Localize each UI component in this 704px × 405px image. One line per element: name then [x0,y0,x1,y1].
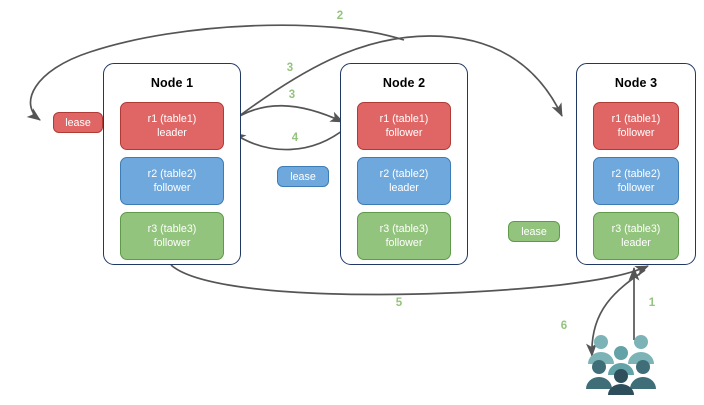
node-3-replica-r2[interactable]: r2 (table2) follower [593,157,679,205]
node-3-replica-r3-name: r3 (table3) [611,223,661,235]
node-1-title: Node 1 [150,76,194,90]
node-1-replica-r2[interactable]: r2 (table2) follower [120,157,224,205]
node-3-replica-r1-role: follower [617,127,655,139]
step-label-4: 4 [291,132,299,144]
node-1-replica-r3[interactable]: r3 (table3) follower [120,212,224,260]
node-2[interactable]: Node 2 r1 (table1) follower r2 (table2) … [340,63,468,265]
node-1-replica-r1-name: r1 (table1) [147,113,197,125]
node-3-title: Node 3 [614,76,658,90]
node-2-replica-r3[interactable]: r3 (table3) follower [357,212,451,260]
edge-3-lower-path [226,104,344,125]
node-3-replica-r1[interactable]: r1 (table1) follower [593,102,679,150]
node-1-replica-r2-name: r2 (table2) [147,168,197,180]
node-1-replica-r3-name: r3 (table3) [147,223,197,235]
node-3-replica-r3-role: leader [621,237,651,249]
node-2-replica-r1[interactable]: r1 (table1) follower [357,102,451,150]
node-3[interactable]: Node 3 r1 (table1) follower r2 (table2) … [576,63,696,265]
node-3-replica-r2-role: follower [617,182,655,194]
node-3-replica-r1-name: r1 (table1) [611,113,661,125]
node-2-replica-r1-role: follower [385,127,423,139]
node-3-replica-r2-name: r2 (table2) [611,168,661,180]
edge-5-path [170,264,649,296]
node-1-replica-r2-role: follower [153,182,191,194]
node-1-replica-r1[interactable]: r1 (table1) leader [120,102,224,150]
lease-badge-node-1[interactable]: lease [53,112,103,133]
node-2-replica-r2[interactable]: r2 (table2) leader [357,157,451,205]
node-2-replica-r1-name: r1 (table1) [379,113,429,125]
lease-badge-node-2[interactable]: lease [277,166,329,187]
step-label-6: 6 [560,320,568,332]
step-label-5: 5 [395,297,403,309]
node-1[interactable]: Node 1 r1 (table1) leader r2 (table2) fo… [103,63,241,265]
step-label-3-upper: 3 [286,62,294,74]
node-3-replica-r3[interactable]: r3 (table3) leader [593,212,679,260]
node-2-title: Node 2 [382,76,426,90]
node-2-replica-r3-role: follower [385,237,423,249]
node-1-replica-r1-role: leader [157,127,187,139]
lease-badge-node-3[interactable]: lease [508,221,560,242]
step-label-2: 2 [336,10,344,22]
step-label-1: 1 [648,297,656,309]
node-2-replica-r2-role: leader [389,182,419,194]
node-1-replica-r3-role: follower [153,237,191,249]
node-2-replica-r2-name: r2 (table2) [379,168,429,180]
users-group-icon [586,335,656,395]
step-label-3-lower: 3 [288,89,296,101]
node-2-replica-r3-name: r3 (table3) [379,223,429,235]
